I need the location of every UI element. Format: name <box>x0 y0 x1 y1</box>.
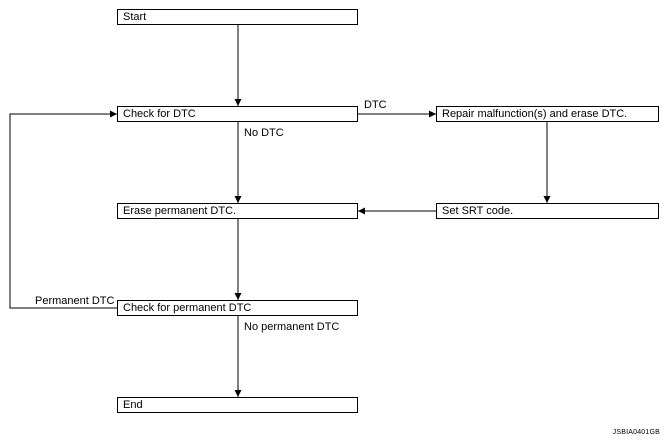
arrow-loop-perm-to-check <box>9 110 117 309</box>
node-end: End <box>117 397 358 413</box>
node-set-srt-code: Set SRT code. <box>436 203 659 219</box>
edge-label-permanent-dtc: Permanent DTC <box>35 295 115 307</box>
node-erase-permanent-dtc: Erase permanent DTC. <box>117 203 358 219</box>
edge-label-no-permanent-dtc: No permanent DTC <box>244 321 340 333</box>
node-check-for-dtc: Check for DTC <box>117 106 358 122</box>
node-check-for-permanent-dtc: Check for permanent DTC <box>117 300 358 316</box>
edge-label-no-dtc: No DTC <box>244 127 284 139</box>
edge-label-dtc: DTC <box>364 99 387 111</box>
node-repair-and-erase-dtc: Repair malfunction(s) and erase DTC. <box>436 106 659 122</box>
figure-code: JSBIA0401GB <box>612 429 660 436</box>
node-start: Start <box>117 9 358 25</box>
